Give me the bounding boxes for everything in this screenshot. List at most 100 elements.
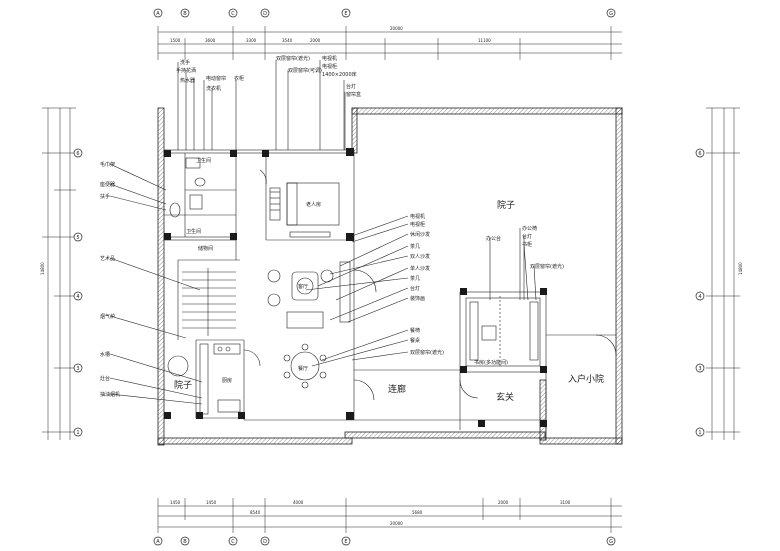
room-label-office: 书房(多功能间) — [474, 359, 508, 366]
svg-text:4: 4 — [698, 294, 701, 300]
label-mid-tv: 电视机 — [410, 213, 425, 220]
svg-text:C: C — [231, 11, 235, 17]
label-mid-lamp: 台灯 — [410, 285, 420, 292]
label-office-curtain: 双层窗帘(遮光) — [530, 263, 564, 270]
label-tv: 电视机 — [322, 55, 337, 62]
top-total-dim: 20000 — [390, 26, 403, 31]
svg-text:2000: 2000 — [310, 38, 321, 43]
label-double-curtain-b: 双层窗帘(可调) — [288, 67, 322, 74]
room-label-bath1: 卫生间 — [196, 157, 211, 164]
svg-text:4000: 4000 — [293, 500, 304, 505]
label-art: 艺术品 — [100, 255, 115, 262]
label-office-desk: 办公台 — [486, 235, 501, 242]
room-label-bath2: 卫生间 — [186, 228, 201, 235]
label-painting: 装饰画 — [410, 295, 425, 302]
top-dimension-lines: 20000 11100 1500 3600 3300 3540 2000 — [157, 26, 622, 60]
room-label-dining: 餐厅 — [298, 365, 308, 372]
left-total-dim: 14800 — [40, 262, 45, 275]
room-label-storage: 储物间 — [198, 245, 213, 252]
bottom-axis-markers: A B C D E G — [153, 536, 616, 546]
svg-text:A: A — [156, 539, 160, 545]
svg-text:G: G — [609, 11, 613, 17]
room-label-living: 客厅 — [298, 283, 308, 290]
label-towel-rack: 毛巾架 — [100, 161, 115, 168]
label-curtain-box: 窗帘盒 — [346, 91, 361, 98]
label-heater: 热水器 — [180, 77, 195, 84]
label-wash: 洗手 — [180, 59, 190, 66]
label-office-chair: 办公椅 — [522, 225, 537, 232]
top-right-dim: 11100 — [478, 38, 491, 43]
label-double-sofa: 双人沙发 — [410, 253, 430, 260]
right-axis-markers: 6 4 3 1 — [695, 148, 705, 437]
room-label-foyer: 玄关 — [496, 391, 514, 403]
svg-text:4: 4 — [76, 294, 79, 300]
bottom-left-dim: 8540 — [250, 510, 261, 515]
middle-annotations: 电视机 电视柜 休闲沙发 茶几 双人沙发 单人沙发 茶几 台灯 装饰画 餐椅 餐… — [305, 213, 444, 367]
svg-text:G: G — [609, 539, 613, 545]
interior-walls — [163, 149, 547, 430]
label-mid-curtain: 双层窗帘(遮光) — [410, 349, 444, 356]
label-hood: 抽油烟机 — [100, 391, 120, 398]
svg-text:3: 3 — [76, 366, 79, 372]
svg-text:5: 5 — [76, 235, 79, 241]
label-tea-table: 茶几 — [410, 243, 420, 250]
room-label-yard: 院子 — [497, 199, 515, 211]
structural-columns — [164, 148, 547, 427]
label-tea-table-2: 茶几 — [410, 275, 420, 282]
svg-text:A: A — [156, 11, 160, 17]
svg-text:1450: 1450 — [206, 500, 217, 505]
right-total-dim: 14800 — [738, 262, 743, 275]
furniture — [167, 157, 617, 415]
label-stove-furnace: 烟气炉 — [100, 313, 115, 320]
svg-text:1: 1 — [76, 430, 79, 436]
svg-text:D: D — [263, 11, 267, 17]
label-double-curtain-a: 双层窗帘(遮光) — [276, 55, 310, 62]
label-toilet: 座便器 — [100, 181, 115, 188]
room-labels: 院子 院子 客厅 餐厅 厨房 老人房 卫生间 卫生间 储物间 连廊 玄关 入户小… — [174, 157, 604, 403]
svg-text:C: C — [231, 539, 235, 545]
svg-text:1: 1 — [698, 430, 701, 436]
bottom-dimension-lines: 8540 5680 20000 1450 1450 4000 2000 3100 — [157, 498, 622, 533]
svg-text:6: 6 — [698, 151, 701, 157]
label-mid-tv-cabinet: 电视柜 — [410, 221, 425, 228]
bottom-total-dim: 20000 — [390, 521, 403, 526]
label-curtain: 电动窗帘 — [206, 75, 226, 82]
label-washer: 洗衣机 — [206, 85, 221, 92]
svg-text:3300: 3300 — [246, 38, 257, 43]
svg-text:3600: 3600 — [205, 38, 216, 43]
svg-text:D: D — [263, 539, 267, 545]
top-axis-markers: A B C D E G — [153, 8, 616, 18]
svg-text:1500: 1500 — [170, 38, 181, 43]
left-annotations: 毛巾架 座便器 扶手 艺术品 烟气炉 水槽 灶台 抽油烟机 — [100, 161, 203, 405]
left-dimension-lines: 14800 — [40, 107, 76, 440]
label-bookcase: 书柜 — [522, 241, 532, 248]
room-label-yard-small: 院子 — [174, 379, 192, 391]
svg-text:E: E — [344, 539, 347, 545]
right-annotations: 办公台 办公椅 台灯 书柜 双层窗帘(遮光) — [486, 225, 564, 301]
label-leisure-sofa: 休闲沙发 — [410, 231, 430, 238]
label-dining-table: 餐桌 — [410, 337, 420, 344]
bottom-right-dim: 5680 — [412, 510, 423, 515]
top-annotations: 洗手 手持花洒 热水器 电动窗帘 洗衣机 衣柜 双层窗帘(遮光) 双层窗帘(可调… — [176, 55, 361, 150]
svg-text:6: 6 — [76, 151, 79, 157]
label-bed-size: 1400×2000床 — [322, 71, 357, 78]
label-cooktop: 灶台 — [100, 375, 110, 382]
label-sink: 水槽 — [100, 351, 110, 358]
right-dimension-lines: 14800 — [706, 107, 743, 440]
room-label-master: 老人房 — [306, 201, 321, 208]
label-lamp: 台灯 — [346, 83, 356, 90]
label-dining-chair: 餐椅 — [410, 327, 420, 334]
svg-text:2000: 2000 — [498, 500, 509, 505]
label-tv-cabinet: 电视柜 — [322, 63, 337, 70]
svg-text:3100: 3100 — [560, 500, 571, 505]
left-axis-markers: 6 5 4 3 1 — [73, 148, 83, 437]
label-wardrobe: 衣柜 — [234, 75, 244, 82]
svg-text:B: B — [183, 11, 187, 17]
room-label-corridor: 连廊 — [388, 383, 406, 395]
label-office-lamp: 台灯 — [522, 233, 532, 240]
label-single-sofa: 单人沙发 — [410, 265, 430, 272]
label-handshower: 手持花洒 — [176, 67, 196, 74]
svg-text:3540: 3540 — [282, 38, 293, 43]
svg-text:B: B — [183, 539, 187, 545]
